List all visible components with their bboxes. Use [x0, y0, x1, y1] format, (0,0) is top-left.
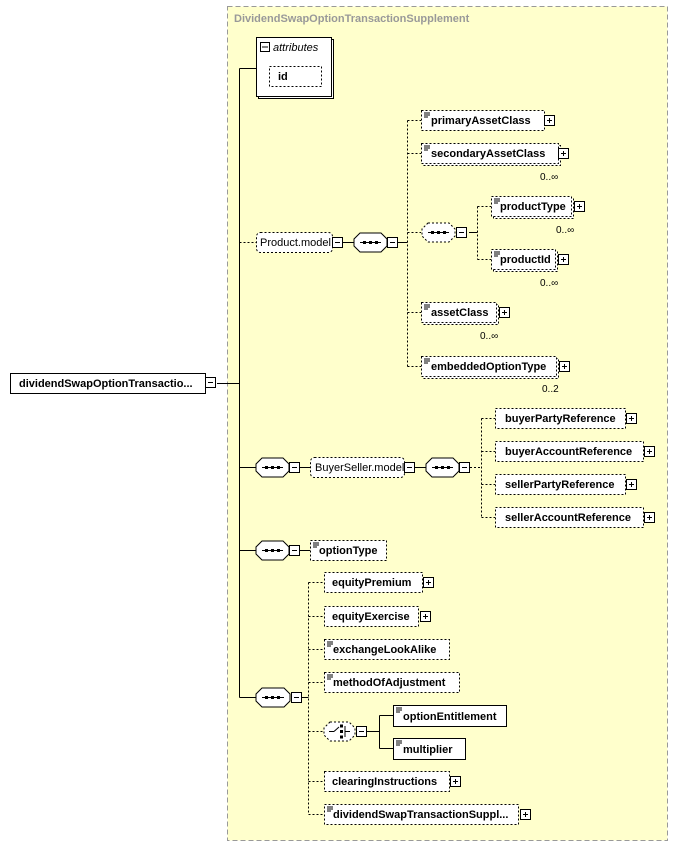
element-clearing-instructions[interactable]: clearingInstructions: [324, 771, 461, 792]
root-element[interactable]: dividendSwapOptionTransactio...: [10, 373, 216, 394]
expand-icon[interactable]: [544, 115, 555, 126]
collapse-icon[interactable]: [205, 377, 216, 388]
element-label: equityPremium: [332, 577, 412, 589]
element-label: equityExercise: [332, 611, 410, 623]
product-model-group[interactable]: Product.model: [256, 232, 343, 253]
element-label: dividendSwapTransactionSuppl...: [333, 809, 508, 821]
choice-compositor[interactable]: [421, 222, 467, 243]
element-label: optionType: [319, 545, 377, 557]
sequence-compositor[interactable]: [255, 687, 302, 708]
element-exchange-look-alike[interactable]: exchangeLookAlike: [324, 639, 450, 660]
element-label: exchangeLookAlike: [333, 644, 436, 656]
expand-icon[interactable]: [423, 577, 434, 588]
element-product-id[interactable]: productId 0..∞: [491, 249, 569, 290]
element-primary-asset-class[interactable]: primaryAssetClass: [421, 110, 555, 131]
element-label: sellerAccountReference: [505, 512, 631, 524]
expand-icon[interactable]: [520, 809, 531, 820]
expand-icon[interactable]: [499, 307, 510, 318]
buyer-seller-model-label: BuyerSeller.model: [315, 462, 404, 474]
expand-icon[interactable]: [558, 148, 569, 159]
element-label: embeddedOptionType: [431, 361, 546, 373]
cardinality-label: 0..∞: [556, 225, 574, 236]
element-option-entitlement[interactable]: optionEntitlement: [393, 705, 507, 727]
collapse-icon[interactable]: [289, 462, 300, 473]
collapse-icon[interactable]: [289, 545, 300, 556]
element-embedded-option-type[interactable]: embeddedOptionType 0..2: [421, 356, 570, 396]
connector-lines: [217, 68, 478, 749]
root-element-label: dividendSwapOptionTransactio...: [19, 378, 193, 390]
element-label: clearingInstructions: [332, 776, 437, 788]
element-label: secondaryAssetClass: [431, 148, 545, 160]
expand-icon[interactable]: [450, 776, 461, 787]
element-buyer-account-reference[interactable]: buyerAccountReference: [495, 441, 655, 462]
expand-icon[interactable]: [574, 201, 585, 212]
element-label: buyerAccountReference: [505, 446, 632, 458]
product-model-label: Product.model: [260, 237, 331, 249]
sequence-compositor[interactable]: [255, 540, 300, 561]
collapse-icon[interactable]: [260, 42, 270, 52]
attributes-label: attributes: [273, 42, 319, 54]
element-seller-account-reference[interactable]: sellerAccountReference: [495, 507, 655, 528]
dashed-connectors: [239, 120, 495, 815]
expand-icon[interactable]: [559, 361, 570, 372]
element-label: assetClass: [431, 307, 489, 319]
element-equity-exercise[interactable]: equityExercise: [324, 606, 431, 627]
supplement-title: DividendSwapOptionTransactionSupplement: [234, 13, 470, 25]
attribute-id[interactable]: [269, 66, 322, 87]
element-label: productId: [500, 254, 551, 266]
collapse-icon[interactable]: [332, 237, 343, 248]
expand-icon[interactable]: [626, 479, 637, 490]
element-label: multiplier: [403, 744, 453, 756]
expand-icon[interactable]: [626, 413, 637, 424]
attribute-id-label: id: [278, 71, 288, 83]
collapse-icon[interactable]: [456, 227, 467, 238]
collapse-icon[interactable]: [356, 726, 367, 737]
element-method-of-adjustment[interactable]: methodOfAdjustment: [324, 672, 460, 693]
expand-icon[interactable]: [558, 254, 569, 265]
expand-icon[interactable]: [420, 611, 431, 622]
element-secondary-asset-class[interactable]: secondaryAssetClass 0..∞: [421, 143, 569, 184]
element-multiplier[interactable]: multiplier: [393, 738, 466, 760]
element-equity-premium[interactable]: equityPremium: [324, 572, 434, 593]
element-buyer-party-reference[interactable]: buyerPartyReference: [495, 408, 637, 429]
element-asset-class[interactable]: assetClass 0..∞: [421, 302, 510, 343]
expand-icon[interactable]: [644, 512, 655, 523]
expand-icon[interactable]: [644, 446, 655, 457]
element-label: productType: [500, 201, 566, 213]
sequence-compositor[interactable]: [255, 457, 300, 478]
element-seller-party-reference[interactable]: sellerPartyReference: [495, 474, 637, 495]
element-label: primaryAssetClass: [431, 115, 531, 127]
element-label: methodOfAdjustment: [333, 677, 446, 689]
element-label: optionEntitlement: [403, 711, 497, 723]
sequence-compositor[interactable]: [353, 232, 398, 253]
cardinality-label: 0..2: [542, 384, 559, 395]
collapse-icon[interactable]: [459, 462, 470, 473]
element-label: buyerPartyReference: [505, 413, 616, 425]
element-label: sellerPartyReference: [505, 479, 614, 491]
choice-compositor[interactable]: [323, 721, 367, 742]
element-dividend-swap-transaction-supplement[interactable]: dividendSwapTransactionSuppl...: [324, 804, 531, 825]
element-product-type[interactable]: productType 0..∞: [491, 196, 585, 237]
sequence-compositor[interactable]: [425, 457, 470, 478]
cardinality-label: 0..∞: [540, 278, 558, 289]
attributes-group[interactable]: attributes id: [256, 37, 334, 99]
collapse-icon[interactable]: [404, 462, 415, 473]
cardinality-label: 0..∞: [540, 172, 558, 183]
buyer-seller-model-group[interactable]: BuyerSeller.model: [310, 457, 415, 478]
cardinality-label: 0..∞: [480, 331, 498, 342]
collapse-icon[interactable]: [291, 692, 302, 703]
element-option-type[interactable]: optionType: [310, 540, 387, 561]
collapse-icon[interactable]: [387, 237, 398, 248]
